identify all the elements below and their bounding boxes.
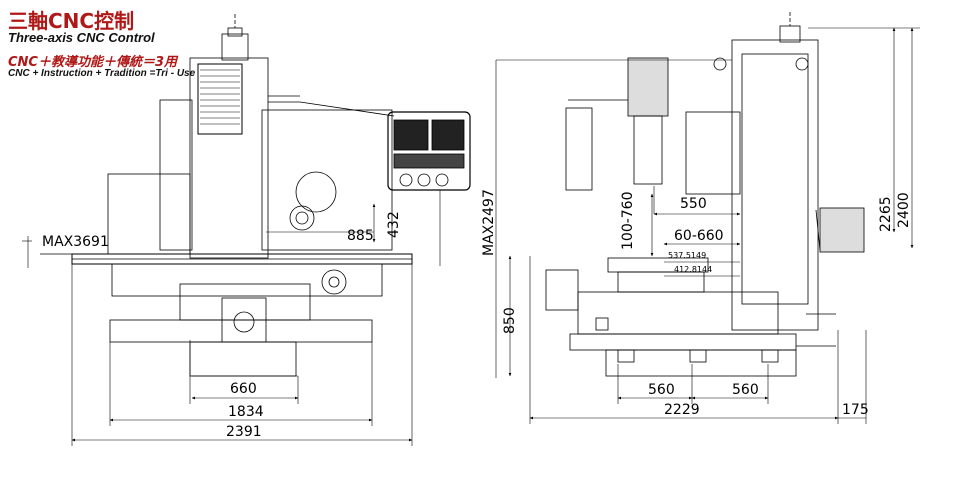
dim-550: 550 [680,196,707,212]
dim-412-8144: 412.8144 [674,265,712,274]
front-dimension-labels: MAX3691 885 432 660 1834 2391 [42,211,402,440]
dim-560-left: 560 [648,382,675,398]
dim-560-right: 560 [732,382,759,398]
dim-175: 175 [842,402,869,418]
subtitle-chinese: CNC＋教導功能＋傳統＝3用 [8,55,178,70]
dim-850: 850 [502,307,518,334]
dim-60-660: 60-660 [674,228,724,244]
dim-max-height-front: MAX3691 [42,234,109,250]
dim-max-height-side: MAX2497 [481,189,497,256]
dim-100-760: 100-760 [620,192,636,251]
side-dimensions [495,27,920,424]
dim-660: 660 [230,381,257,397]
subtitle-english: CNC + Instruction + Tradition =Tri - Use [8,68,196,79]
front-view [40,14,471,377]
front-dimensions [22,190,441,446]
dim-1834: 1834 [228,404,264,420]
side-view [545,12,865,377]
side-dimension-labels: MAX2497 850 550 100-760 60-660 537.5149 … [481,189,912,418]
dim-2229: 2229 [664,402,700,418]
dim-432: 432 [386,211,402,238]
dim-537-5149: 537.5149 [668,251,706,260]
title-chinese: 三軸CNC控制 [8,9,135,33]
dim-2400: 2400 [896,192,912,228]
dim-2391: 2391 [226,424,262,440]
title-english: Three-axis CNC Control [8,30,155,45]
dim-885: 885 [347,228,374,244]
dim-2265: 2265 [878,196,894,232]
